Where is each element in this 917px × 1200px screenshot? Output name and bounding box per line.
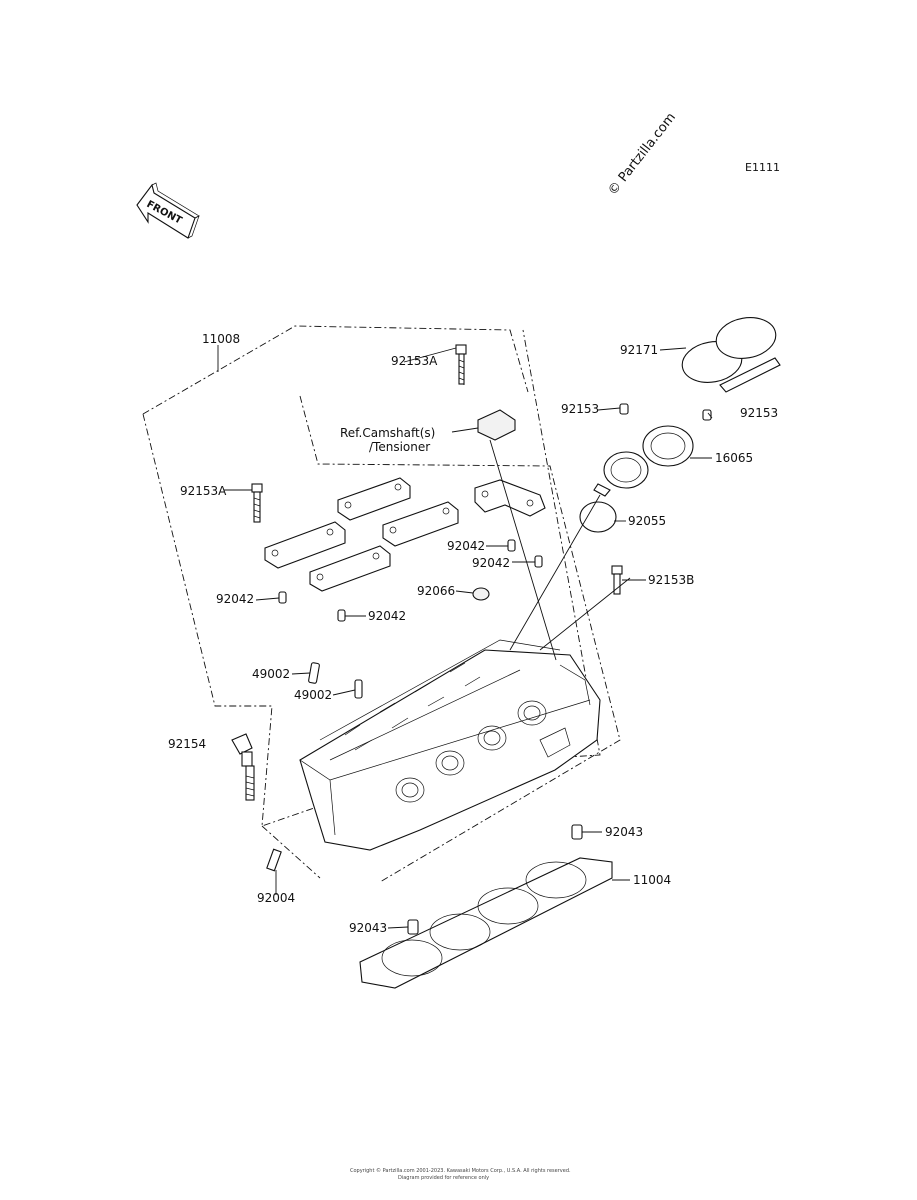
label-92153-left: 92153 <box>561 402 599 416</box>
tensioner-plate <box>477 409 516 441</box>
cam-holder <box>474 479 546 517</box>
dowel-92043-b <box>407 919 419 935</box>
label-92042-b: 92042 <box>368 609 406 623</box>
watermark: © Partzilla.com <box>605 110 679 198</box>
label-ref-tensioner: /Tensioner <box>369 440 430 454</box>
bolt-92154 <box>231 733 255 801</box>
label-92055: 92055 <box>628 514 666 528</box>
label-92042-d: 92042 <box>472 556 510 570</box>
label-92153a-left: 92153A <box>180 484 227 498</box>
footer-line-2: Diagram provided for reference only <box>398 1175 489 1181</box>
bolt-92153b <box>611 565 623 595</box>
head-gasket <box>359 857 613 989</box>
label-92153b: 92153B <box>648 573 694 587</box>
guide-49002-a <box>308 662 320 684</box>
label-92171: 92171 <box>620 343 658 357</box>
label-ref-camshaft: Ref.Camshaft(s) <box>340 426 435 440</box>
plug-92066 <box>472 587 490 601</box>
label-92153a-top: 92153A <box>391 354 438 368</box>
dowel-92042-c <box>507 539 516 552</box>
label-49002-b: 49002 <box>294 688 332 702</box>
label-11008: 11008 <box>202 332 240 346</box>
label-92042-c: 92042 <box>447 539 485 553</box>
cam-caps <box>264 477 459 592</box>
label-92043-b: 92043 <box>349 921 387 935</box>
diagram-code: E1111 <box>745 161 780 174</box>
label-92154: 92154 <box>168 737 206 751</box>
label-92153-right: 92153 <box>740 406 778 420</box>
leader-lines <box>217 345 713 929</box>
bolt-92153a-top <box>455 344 467 385</box>
cylinder-head <box>299 639 601 851</box>
footer-line-1: Copyright © Partzilla.com 2001-2023. Kaw… <box>350 1167 571 1174</box>
label-11004: 11004 <box>633 873 671 887</box>
dowel-92042-d <box>534 555 543 568</box>
stud-92004 <box>266 848 282 872</box>
dowel-92043-a <box>571 824 583 840</box>
label-92066: 92066 <box>417 584 455 598</box>
dowel-92042-a <box>278 591 287 604</box>
label-16065: 16065 <box>715 451 753 465</box>
o-ring-92055 <box>579 501 617 533</box>
dowel-92042-b <box>337 609 346 622</box>
front-arrow-icon: FRONT <box>136 182 200 239</box>
label-49002-a: 49002 <box>252 667 290 681</box>
guide-49002-b <box>354 679 363 699</box>
label-92004: 92004 <box>257 891 295 905</box>
label-92043-a: 92043 <box>605 825 643 839</box>
bolt-92153a-left <box>251 483 263 523</box>
label-92042-a: 92042 <box>216 592 254 606</box>
intake-holders <box>593 317 781 497</box>
